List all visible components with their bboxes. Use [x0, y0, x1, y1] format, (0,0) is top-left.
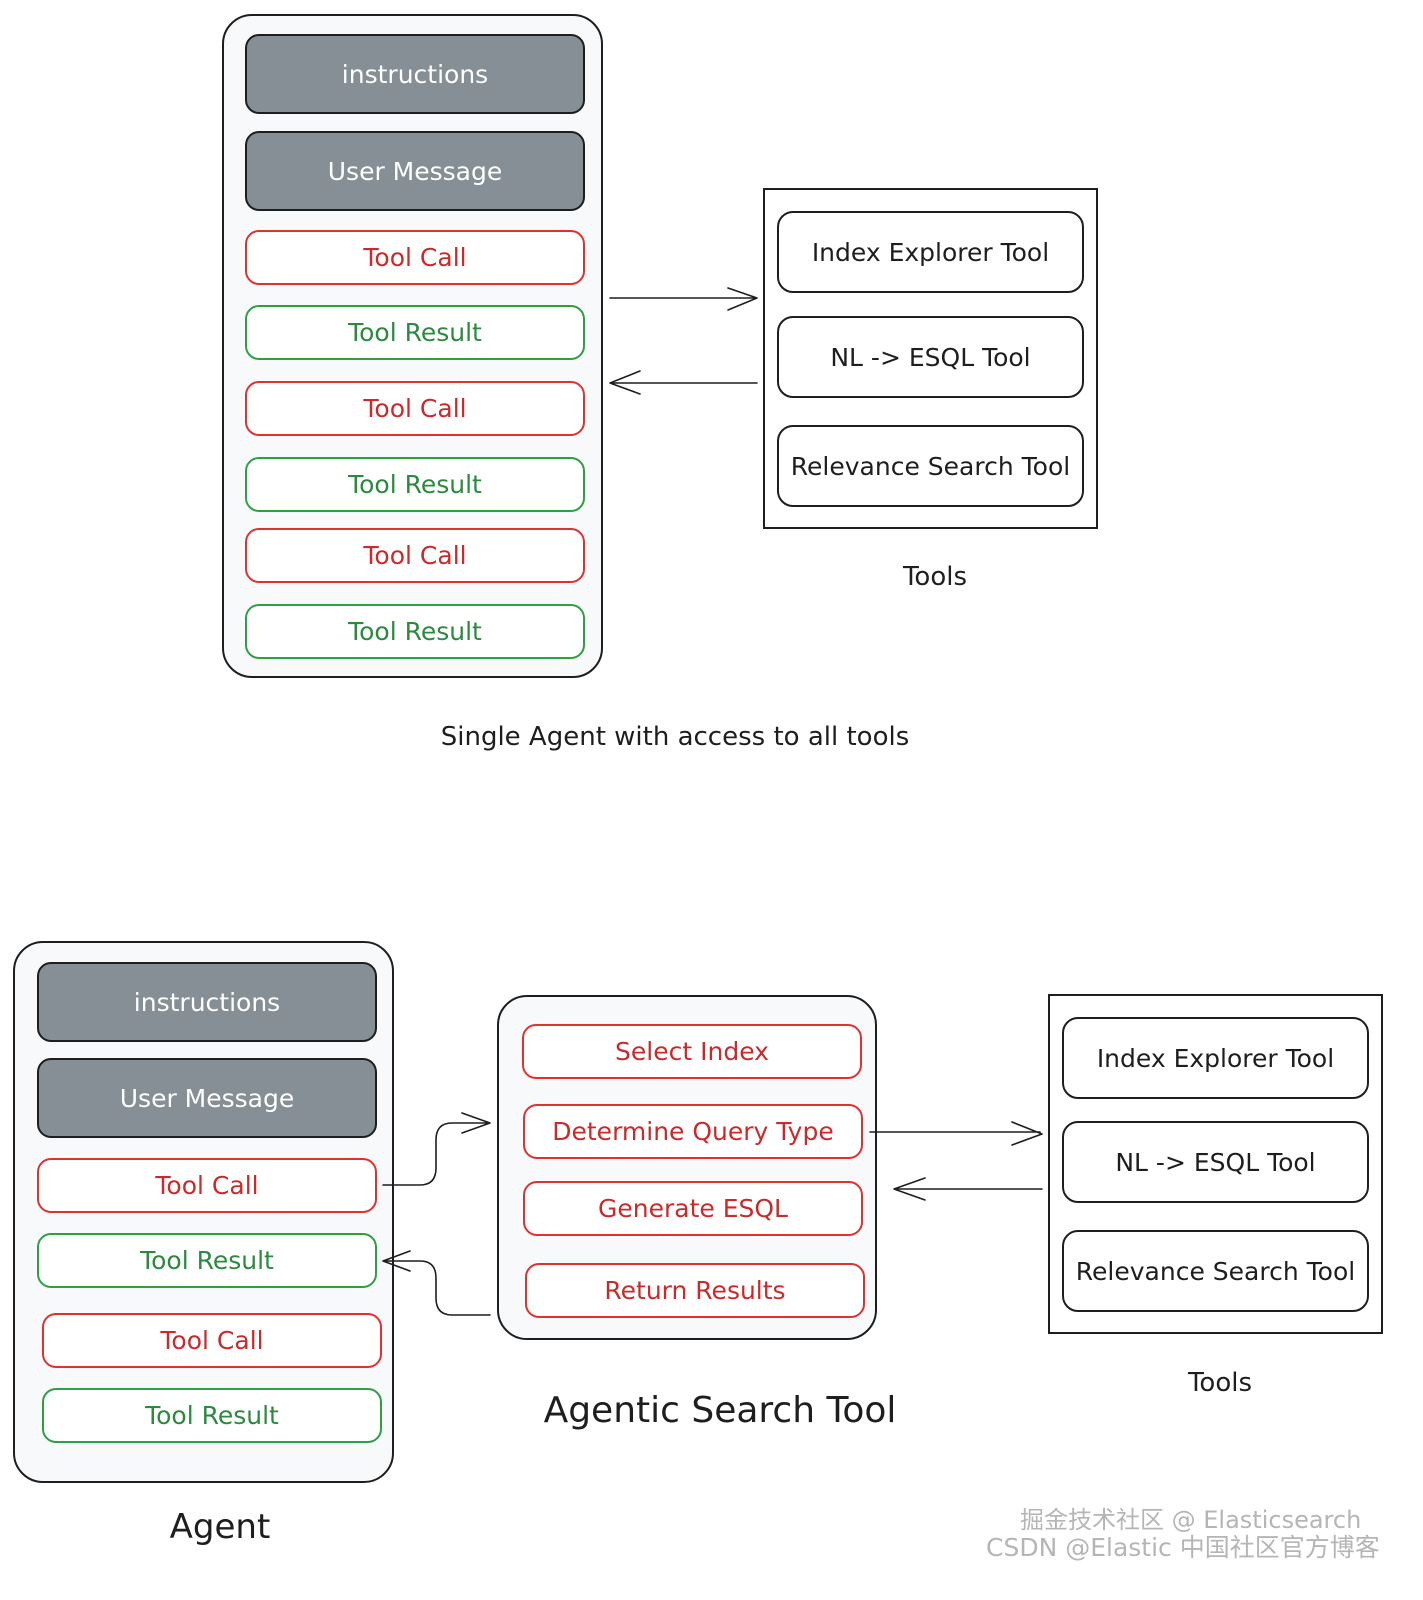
top-tool-call-box: Tool Call — [245, 381, 585, 436]
return-results-step: Return Results — [525, 1263, 865, 1318]
top-diagram-caption: Single Agent with access to all tools — [440, 722, 910, 752]
determine-query-type-step: Determine Query Type — [523, 1104, 863, 1159]
top-response-arrow — [609, 370, 758, 395]
bottom-nl-esql-tool: NL -> ESQL Tool — [1062, 1121, 1369, 1203]
agent-caption: Agent — [169, 1507, 271, 1547]
select-index-step: Select Index — [522, 1024, 862, 1079]
bottom-tool-call-box: Tool Call — [42, 1313, 382, 1368]
bottom-response-arrow — [893, 1177, 1043, 1201]
top-relevance-search-tool: Relevance Search Tool — [777, 425, 1084, 507]
top-index-explorer-tool: Index Explorer Tool — [777, 211, 1084, 293]
bottom-instructions-box: instructions — [37, 962, 377, 1042]
bottom-request-arrow — [869, 1121, 1043, 1146]
generate-esql-step: Generate ESQL — [523, 1181, 863, 1236]
bottom-index-explorer-tool: Index Explorer Tool — [1062, 1017, 1369, 1099]
top-tool-result-box: Tool Result — [245, 604, 585, 659]
top-tool-call-box: Tool Call — [245, 528, 585, 583]
bottom-tool-result-box: Tool Result — [42, 1388, 382, 1443]
bottom-tool-call-box: Tool Call — [37, 1158, 377, 1213]
top-tool-result-box: Tool Result — [245, 305, 585, 360]
bottom-relevance-search-tool: Relevance Search Tool — [1062, 1230, 1369, 1312]
top-tools-caption: Tools — [902, 562, 968, 592]
agentic-search-caption: Agentic Search Tool — [543, 1390, 897, 1431]
bottom-tools-caption: Tools — [1187, 1368, 1253, 1398]
top-tool-result-box: Tool Result — [245, 457, 585, 512]
bottom-tool-result-box: Tool Result — [37, 1233, 377, 1288]
bottom-user-message-box: User Message — [37, 1058, 377, 1138]
top-nl-esql-tool: NL -> ESQL Tool — [777, 316, 1084, 398]
top-tool-call-box: Tool Call — [245, 230, 585, 285]
bottom-result-arrow — [382, 1250, 491, 1316]
bottom-call-arrow — [382, 1112, 491, 1186]
top-instructions-box: instructions — [245, 34, 585, 114]
watermark-line-1: 掘金技术社区 @ Elasticsearch — [1020, 1506, 1362, 1534]
top-request-arrow — [609, 287, 758, 311]
watermark-line-2: CSDN @Elastic 中国社区官方博客 — [986, 1533, 1380, 1562]
top-user-message-box: User Message — [245, 131, 585, 211]
